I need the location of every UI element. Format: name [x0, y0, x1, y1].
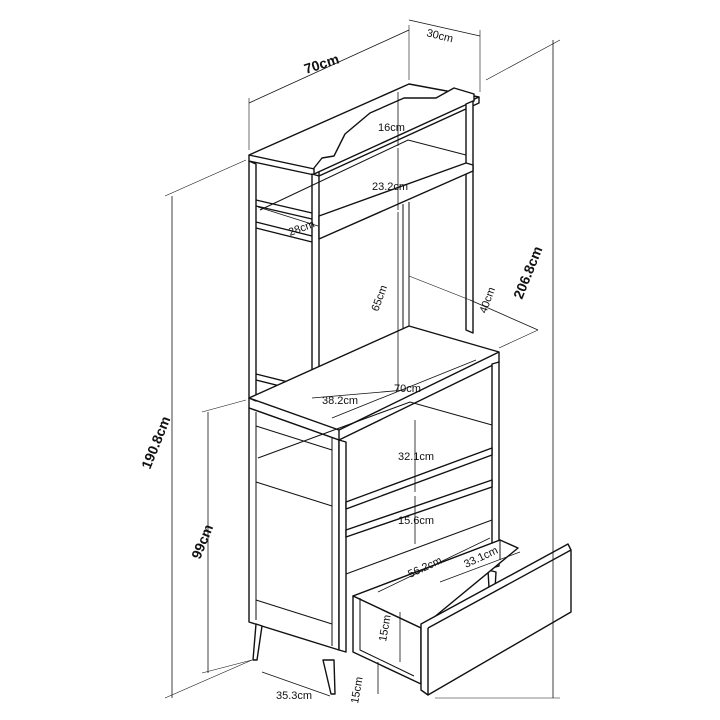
- label-cabinet-shelf-gap: 32.1cm: [398, 451, 434, 463]
- label-top-width: 70cm: [302, 51, 341, 77]
- label-top-shelf-gap: 23.2cm: [372, 181, 408, 193]
- pull-out-drawer: [352, 539, 572, 696]
- dimension-lines: [164, 19, 561, 699]
- label-arch-height: 16cm: [378, 122, 405, 134]
- label-counter-inner-depth: 38.2cm: [322, 395, 358, 407]
- label-leg-height: 15cm: [349, 676, 365, 705]
- front-left-leg: [322, 659, 336, 695]
- cabinet-lower-shelf: [345, 479, 493, 538]
- label-total-height: 206.8cm: [510, 244, 546, 301]
- cabinet-front-left-post: [338, 439, 347, 653]
- label-hutch-open-height: 65cm: [370, 284, 390, 313]
- counter-top: [248, 325, 500, 431]
- label-lower-shelf-gap: 15.6cm: [398, 515, 434, 527]
- cabinet-middle-shelf: [345, 447, 493, 510]
- label-leg-spacing: 35.3cm: [276, 690, 312, 702]
- rear-left-leg: [252, 623, 263, 661]
- base-cabinet: [248, 325, 500, 695]
- label-drawer-height: 15cm: [377, 614, 393, 643]
- drawer-front-panel: [420, 543, 572, 696]
- label-top-depth: 30cm: [425, 27, 454, 45]
- upper-hutch: [248, 83, 480, 414]
- arched-back-panel: [313, 87, 475, 175]
- hutch-left-front-post: [248, 160, 257, 402]
- label-counter-width: 70cm: [394, 383, 421, 395]
- hutch-right-back-post: [465, 100, 474, 334]
- cabinet-front-right-post: [491, 361, 500, 569]
- label-base-height: 99cm: [188, 522, 216, 561]
- label-hutch-height: 190.8cm: [138, 414, 174, 471]
- upper-hutch-shelf: [318, 162, 474, 240]
